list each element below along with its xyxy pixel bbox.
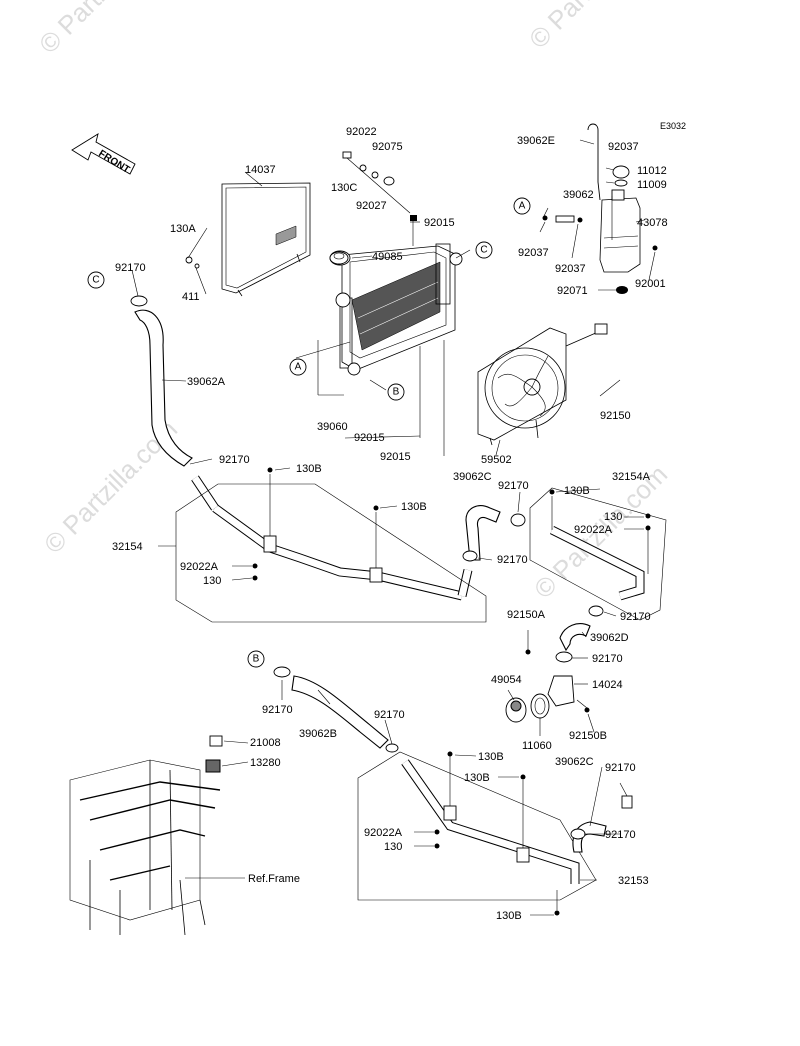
- part-label: 92015: [354, 432, 385, 444]
- part-label: 39060: [317, 421, 348, 433]
- hose-39062A: [130, 295, 193, 467]
- part-label: 92170: [605, 762, 636, 774]
- marker-c-right: C: [475, 241, 493, 259]
- part-label: 130B: [564, 485, 590, 497]
- marker-a-right: A: [513, 197, 531, 215]
- radiator-cap: [329, 251, 349, 265]
- part-label: 92170: [219, 454, 250, 466]
- part-label: 92170: [592, 653, 623, 665]
- part-label: 11009: [637, 179, 667, 191]
- svg-text:A: A: [519, 201, 526, 212]
- part-label: 92022A: [364, 827, 403, 839]
- part-label: 39062E: [517, 135, 555, 147]
- part-label: 130: [604, 511, 622, 523]
- hose-39062B: [273, 666, 399, 753]
- part-label: 130A: [170, 223, 196, 235]
- part-label: 130C: [331, 182, 357, 194]
- part-label: 39062C: [453, 471, 492, 483]
- part-label: 92037: [518, 247, 549, 259]
- part-label: 92015: [380, 451, 411, 463]
- part-label: 11060: [522, 740, 552, 752]
- part-label: 14037: [245, 164, 276, 176]
- thermostat-housing: [505, 623, 591, 723]
- part-label: 39062: [563, 189, 594, 201]
- coolant-reservoir: [542, 123, 658, 294]
- radiator-screen: [221, 182, 311, 297]
- part-label: 11012: [637, 165, 667, 177]
- part-label: 49054: [491, 674, 522, 686]
- part-label: 43078: [637, 217, 668, 229]
- part-label: 92170: [497, 554, 528, 566]
- svg-text:C: C: [92, 275, 99, 286]
- marker-a-left: A: [289, 358, 307, 376]
- part-label: 14024: [592, 679, 623, 691]
- part-label: 39062C: [555, 756, 594, 768]
- hose-39062C-upper: [462, 505, 526, 562]
- part-label: 92037: [555, 263, 586, 275]
- part-label: 130B: [464, 772, 490, 784]
- part-label: 92027: [356, 200, 387, 212]
- part-label: 92022A: [180, 561, 219, 573]
- part-label: 92170: [115, 262, 146, 274]
- front-arrow-icon: FRONT: [71, 133, 136, 176]
- pipe-32154: [175, 467, 487, 623]
- part-label: 92170: [620, 611, 651, 623]
- part-label: 59502: [481, 454, 512, 466]
- svg-text:C: C: [480, 245, 487, 256]
- part-label: 130B: [478, 751, 504, 763]
- part-label: 32154A: [612, 471, 651, 483]
- part-label: 92037: [608, 141, 639, 153]
- part-labels: 92022 92075 130C 92027 14037 130A 411 92…: [112, 126, 668, 922]
- svg-text:B: B: [393, 387, 400, 398]
- svg-text:A: A: [295, 362, 302, 373]
- marker-b-upper: B: [387, 383, 405, 401]
- part-label: 39062A: [187, 376, 226, 388]
- vehicle-frame: [69, 735, 223, 936]
- part-label: 92170: [262, 704, 293, 716]
- watermark: © Partzilla.com: [33, 0, 178, 59]
- part-label: 13280: [250, 757, 281, 769]
- top-fasteners: [185, 151, 417, 269]
- part-label: 92170: [374, 709, 405, 721]
- pipe-32154A: [529, 487, 667, 621]
- part-label: 92001: [635, 278, 666, 290]
- part-label: 130: [203, 575, 221, 587]
- part-label: 130B: [296, 463, 322, 475]
- part-label: 92150: [600, 410, 631, 422]
- part-label: 92015: [424, 217, 455, 229]
- watermark: © Partzilla.com: [523, 0, 668, 54]
- part-label: 92071: [557, 285, 588, 297]
- part-label: 49085: [372, 251, 403, 263]
- marker-c-upper-left: C: [87, 271, 105, 289]
- part-label: 130B: [401, 501, 427, 513]
- part-label: 39062D: [590, 632, 629, 644]
- ref-frame-label: Ref.Frame: [248, 873, 300, 885]
- part-label: 92150A: [507, 609, 546, 621]
- reference-markers: C C A B A B: [87, 197, 531, 668]
- part-label: 92170: [498, 480, 529, 492]
- part-label: 92150B: [569, 730, 607, 742]
- diagram-code: E3032: [660, 121, 686, 131]
- part-label: 32153: [618, 875, 649, 887]
- marker-b-lower: B: [247, 650, 265, 668]
- part-label: 92170: [605, 829, 636, 841]
- cooling-fan: [477, 323, 608, 446]
- leader-lines: [131, 139, 656, 916]
- part-label: 39062B: [299, 728, 337, 740]
- svg-text:B: B: [253, 654, 260, 665]
- part-label: 21008: [250, 737, 281, 749]
- part-label: 130B: [496, 910, 522, 922]
- part-label: 32154: [112, 541, 143, 553]
- part-label: 92075: [372, 141, 403, 153]
- part-label: 92022: [346, 126, 377, 138]
- radiator: [329, 243, 463, 376]
- part-label: 411: [182, 291, 200, 303]
- part-label: 92022A: [574, 524, 613, 536]
- part-label: 130: [384, 841, 402, 853]
